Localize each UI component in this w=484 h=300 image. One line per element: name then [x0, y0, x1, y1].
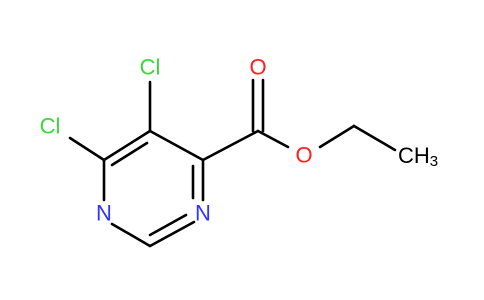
bond-c5-c6-inner: [110, 141, 149, 167]
methyl-subscript: 3: [430, 153, 438, 170]
bond-o-ch2: [318, 124, 356, 149]
chlorine-atom-label: Cl: [140, 55, 161, 80]
methyl-group-label: CH3: [398, 143, 438, 170]
bond-c5-c6: [102, 129, 152, 162]
bond-c2-n3-inner: [148, 213, 188, 237]
atom-labels: Cl Cl N N O O CH3: [40, 55, 439, 226]
bond-c2-n3: [148, 220, 196, 248]
ester-oxygen-label: O: [295, 143, 312, 168]
chlorine-atom-label: Cl: [40, 114, 61, 139]
methyl-ch-text: CH: [398, 143, 430, 168]
bond-c4-ccarbonyl: [201, 129, 260, 162]
carbonyl-oxygen-label: O: [249, 55, 266, 80]
bonds: [68, 78, 397, 248]
bond-carbonyl-o-single: [256, 129, 290, 149]
bond-c6-cl: [68, 136, 106, 162]
nitrogen-atom-label: N: [96, 201, 112, 226]
nitrogen-atom-label: N: [195, 201, 211, 226]
bond-n1-c2: [110, 222, 152, 248]
bond-ch2-ch3: [352, 124, 397, 152]
bond-c5-c4: [148, 129, 205, 162]
